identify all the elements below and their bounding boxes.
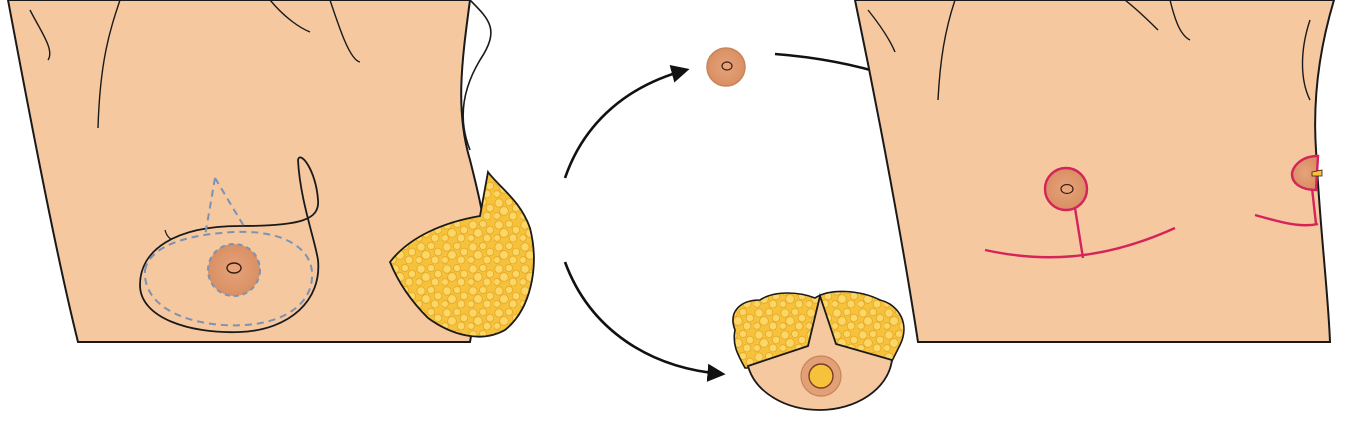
right-torso-icon <box>853 0 1336 343</box>
skin-fold-line <box>937 0 956 101</box>
incision-icon <box>1310 187 1318 225</box>
nipple-icon <box>721 61 733 71</box>
nipple-areola-graft-panel <box>706 47 746 87</box>
nipple-icon <box>1311 169 1323 177</box>
incision-icon <box>1254 213 1319 227</box>
skin-fold-line <box>269 0 311 33</box>
dashed-marking-icon <box>204 177 246 237</box>
skin-fold-line <box>329 0 361 63</box>
dashed-marking-icon <box>143 230 314 327</box>
dermal-flap-icon <box>746 292 893 411</box>
postoperative-torso-panel <box>853 0 1336 343</box>
skin-fold-line <box>1169 0 1191 41</box>
nipple-icon <box>226 262 242 274</box>
skin-fold-line <box>97 0 121 129</box>
skin-fold-line <box>1301 19 1311 101</box>
skin-fold-line <box>29 9 51 61</box>
skin-fold-line <box>867 9 896 53</box>
arrow-to-flap <box>563 261 726 382</box>
preoperative-torso-panel <box>6 0 492 343</box>
left-torso-flank-line <box>462 0 492 151</box>
nipple-icon <box>1060 183 1074 195</box>
resected-breast-tissue-panel <box>388 169 535 338</box>
incision-icon <box>984 226 1176 259</box>
incision-icon <box>1073 207 1085 259</box>
skin-fold-line <box>1124 0 1159 31</box>
dermal-flap-specimen-panel <box>732 290 905 411</box>
fat-tissue-icon <box>388 169 535 338</box>
nipple-icon <box>808 363 834 389</box>
arrow-to-graft <box>563 64 690 179</box>
areola-icon <box>1290 154 1320 192</box>
